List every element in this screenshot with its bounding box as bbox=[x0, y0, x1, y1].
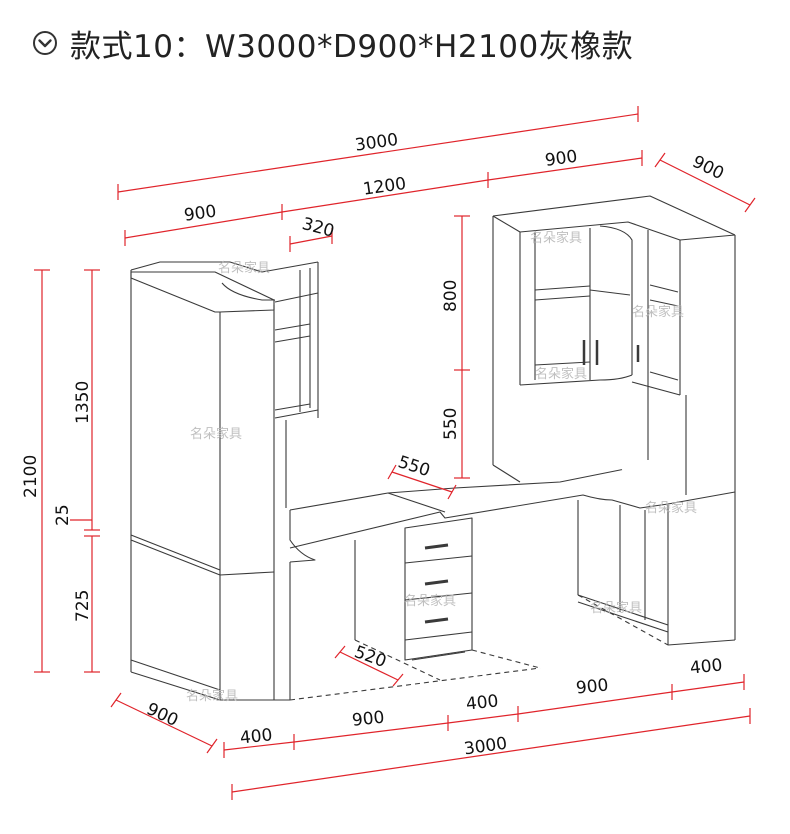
watermark-5: 名朵家具 bbox=[535, 366, 587, 382]
dim-label-320: 320 bbox=[300, 214, 337, 242]
left-open-shelf bbox=[221, 261, 319, 419]
right-lower-cabinet bbox=[577, 492, 736, 646]
dim-label-400-bottom-left: 400 bbox=[239, 725, 273, 748]
dim-label-25: 25 bbox=[53, 504, 73, 526]
watermark-3: 名朵家具 bbox=[632, 304, 684, 320]
right-upper-cabinet bbox=[492, 195, 736, 505]
watermark-4: 名朵家具 bbox=[190, 426, 242, 442]
page-title: 款式10：W3000*D900*H2100灰橡款 bbox=[70, 28, 634, 65]
dim-label-3000-top: 3000 bbox=[354, 130, 400, 156]
dim-label-550-depth: 550 bbox=[395, 452, 432, 481]
dim-label-900-bottom-middle: 900 bbox=[351, 708, 385, 731]
dimension-lines bbox=[34, 106, 756, 800]
left-tall-cabinet bbox=[130, 261, 290, 701]
dim-label-1200: 1200 bbox=[362, 174, 408, 200]
watermark-6: 名朵家具 bbox=[645, 500, 697, 516]
dim-label-2100: 2100 bbox=[21, 455, 41, 498]
dim-label-520: 520 bbox=[352, 642, 389, 672]
dim-label-400-bottom-middle: 400 bbox=[465, 691, 499, 714]
watermark-8: 名朵家具 bbox=[590, 600, 642, 616]
chevron-down-circle-icon bbox=[33, 31, 57, 55]
dim-label-900-bottom-right: 900 bbox=[575, 675, 609, 698]
furniture-outline bbox=[130, 195, 736, 701]
watermark-9: 名朵家具 bbox=[186, 688, 238, 704]
header: 款式10：W3000*D900*H2100灰橡款 bbox=[30, 18, 633, 68]
watermark-7: 名朵家具 bbox=[404, 593, 456, 609]
dim-label-900-left: 900 bbox=[183, 202, 218, 226]
dim-label-725: 725 bbox=[73, 590, 93, 622]
dim-label-550-vertical: 550 bbox=[441, 408, 461, 440]
dim-label-900-right-depth: 900 bbox=[689, 152, 727, 184]
watermark-2: 名朵家具 bbox=[530, 230, 582, 246]
dim-label-900-top-right: 900 bbox=[544, 147, 579, 171]
watermark-1: 名朵家具 bbox=[218, 260, 270, 276]
dim-label-800: 800 bbox=[441, 280, 461, 312]
dim-label-1350: 1350 bbox=[73, 381, 93, 424]
dim-label-400-bottom-right: 400 bbox=[689, 655, 723, 678]
dim-label-900-bottom-depth: 900 bbox=[143, 699, 181, 731]
watermarks: 名朵家具 名朵家具 名朵家具 名朵家具 名朵家具 名朵家具 名朵家具 名朵家具 … bbox=[186, 230, 697, 704]
dim-label-3000-bottom: 3000 bbox=[463, 734, 509, 760]
floor-footprint bbox=[289, 594, 669, 701]
drawer-unit bbox=[404, 517, 473, 661]
